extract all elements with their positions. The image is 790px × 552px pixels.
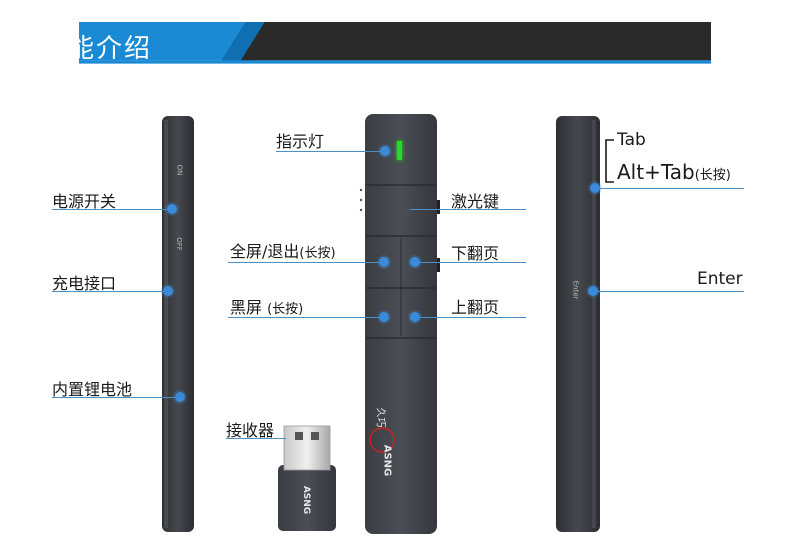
label-page-down: 下翻页 [451,244,500,263]
pointer-dot [410,312,420,322]
label-power-switch: 电源开关 [52,192,117,211]
logo-cn-mark: 久巧 [374,407,386,428]
pointer-line [228,317,384,318]
pointer-dot [590,183,600,193]
pointer-line [596,291,744,292]
side-enter-mark: Enter [571,280,580,300]
pointer-line [598,188,744,189]
side-off-mark: OFF [174,237,183,251]
label-laser: 激光键 [451,192,500,211]
pointer-line [52,209,172,210]
pointer-line [52,291,168,292]
label-black-screen: 黑屏 (长按) [230,294,303,318]
pointer-dot [380,146,390,156]
pointer-line [276,151,386,152]
side-on-mark: ON [175,164,184,176]
pointer-dot [379,257,389,267]
header-banner [79,22,711,64]
label-charge-port: 充电接口 [52,274,117,293]
label-alt-tab-note: (长按) [694,168,731,183]
pointer-dot [588,286,598,296]
pointer-line [416,317,526,318]
indicator-led-icon [397,141,402,160]
label-fullscreen-text: 全屏/退出 [230,242,300,261]
label-indicator: 指示灯 [276,132,325,151]
pointer-dot [410,257,420,267]
pointer-line [226,438,286,439]
pointer-dot [400,204,410,214]
label-black-screen-note: (长按) [267,302,304,317]
pointer-line [52,397,180,398]
label-tab: Tab [617,130,646,150]
label-fullscreen-note: (长按) [299,246,336,261]
label-enter: Enter [697,269,743,289]
receiver-brand-mark: ASNG [301,485,312,515]
label-black-screen-text: 黑屏 [230,298,263,317]
label-receiver: 接收器 [226,421,275,440]
label-battery: 内置锂电池 [52,380,133,399]
pointer-line [416,262,526,263]
pointer-dot [167,204,177,214]
label-page-up: 上翻页 [451,298,500,317]
pointer-dot [175,392,185,402]
pointer-dot [163,286,173,296]
page-title: 功能介绍 [40,34,153,64]
label-fullscreen: 全屏/退出(长按) [230,238,336,262]
label-alt-tab-text: Alt+Tab [617,160,695,184]
brand-mark: ASNG [381,444,393,477]
label-alt-tab: Alt+Tab(长按) [617,160,731,184]
pointer-line [228,262,384,263]
pointer-dot [379,312,389,322]
pointer-line [408,209,526,210]
